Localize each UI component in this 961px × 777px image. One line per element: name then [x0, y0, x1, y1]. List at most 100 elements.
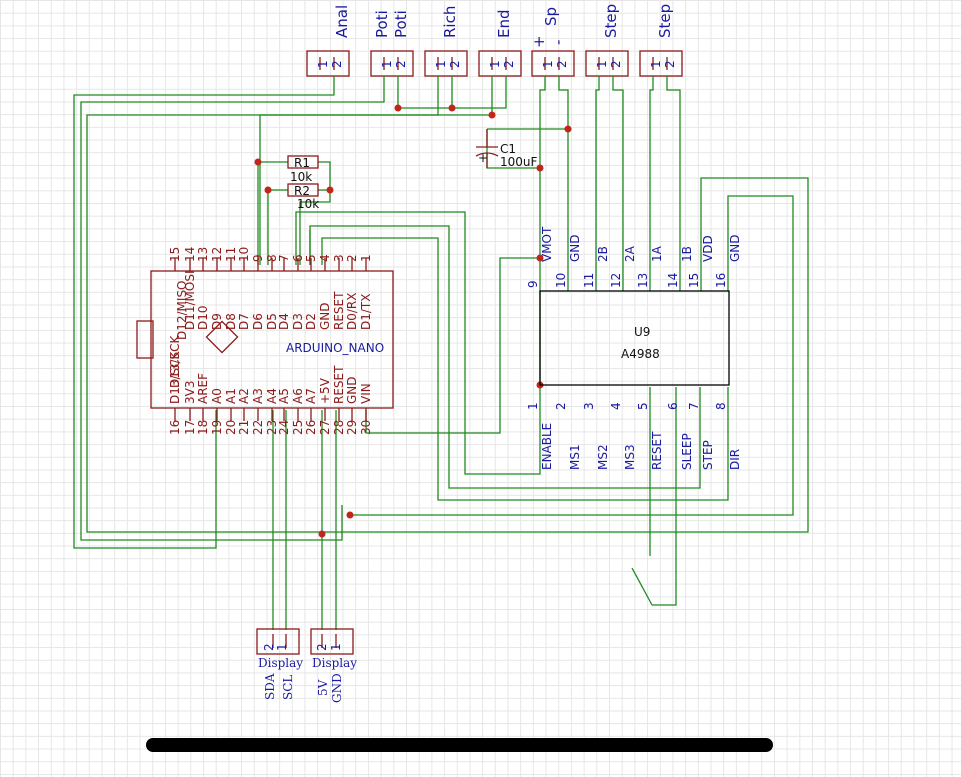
- nano-bottom-pin-number: 23: [265, 420, 279, 435]
- disp1-sig-sda: SDA: [263, 673, 277, 700]
- nano-bottom-pin-number: 24: [277, 420, 291, 435]
- connector-name-end: End: [495, 9, 513, 38]
- pin-num: 2: [609, 60, 623, 68]
- nano-bottom-pin-name: AREF: [196, 373, 210, 404]
- pin-num: 1: [595, 60, 609, 68]
- connector-name-poti-b: Poti: [392, 10, 410, 38]
- connector-name-poti-a: Poti: [373, 10, 391, 38]
- nano-top-pin-name: D1/TX: [359, 294, 373, 330]
- driver-top-pin-name: 2A: [623, 245, 637, 262]
- pin-num: 2: [394, 60, 408, 68]
- driver-top-pin-number: 14: [666, 273, 680, 288]
- nano-top-pin-name: RESET: [332, 291, 346, 330]
- horizontal-scrollbar[interactable]: [146, 738, 773, 752]
- driver-top-pin-number: 16: [714, 273, 728, 288]
- connector-poti-1: [370, 50, 414, 77]
- nano-bottom-pin-number: 25: [291, 420, 305, 435]
- nano-top-pin-name: D5: [265, 313, 279, 330]
- driver-top-pin-name: VDD: [701, 235, 715, 262]
- nano-top-pin-number: 11: [224, 247, 238, 262]
- nano-bottom-pin-number: 16: [168, 420, 182, 435]
- nano-bottom-pin-number: 20: [224, 420, 238, 435]
- nano-top-pin-name: D8: [224, 313, 238, 330]
- driver-top-pin-name: 1A: [650, 245, 664, 262]
- nano-bottom-pin-number: 30: [359, 420, 373, 435]
- nano-bottom-pin-number: 21: [237, 420, 251, 435]
- display-connectors: 2 1 2 1 Display Display SDA SCL 5V GND: [256, 628, 357, 703]
- nano-top-pin-name: D7: [237, 313, 251, 330]
- driver-top-pin-number: 11: [582, 273, 596, 288]
- connector-anal: [306, 50, 350, 77]
- nano-top-pin-number: 3: [332, 254, 346, 262]
- resistor-r1: R1 10k: [287, 155, 319, 184]
- c1-name: C1: [500, 142, 516, 156]
- junctions: [254, 104, 572, 538]
- nano-top-pin-name: GND: [318, 302, 332, 330]
- connector-name-speaker: Sp: [542, 7, 560, 26]
- pin-num: 1: [380, 60, 394, 68]
- driver-bottom-pin-number: 5: [636, 402, 650, 410]
- nano-bottom-pin-name: A4: [265, 388, 279, 404]
- top-connectors: 1 2 1 2 1 2 1 2 1 2 1 2 1 2 Anal Poti Po…: [306, 4, 683, 77]
- c1-value: 100uF: [500, 155, 538, 169]
- nano-top-pin-number: 1: [359, 254, 373, 262]
- nano-top-pin-number: 14: [183, 247, 197, 262]
- display-connector-i2c: [256, 628, 300, 655]
- nano-top-pin-number: 10: [237, 247, 251, 262]
- driver-top-pin-name: GND: [568, 234, 582, 262]
- nano-bottom-pin-name: 3V3: [183, 381, 197, 404]
- r2-name: R2: [294, 184, 310, 198]
- nano-bottom-pin-name: A7: [304, 388, 318, 404]
- nano-top-pin-name: D13/SCK: [168, 334, 182, 388]
- nano-top-pin-number: 5: [304, 254, 318, 262]
- nano-bottom-pin-name: A6: [291, 388, 305, 404]
- nano-top-pin-name: D0/RX: [345, 293, 359, 330]
- nano-top-pin-name: D4: [277, 313, 291, 330]
- driver-top-pin-number: 13: [636, 273, 650, 288]
- capacitor-c1: C1 100uF +: [475, 129, 538, 169]
- pin-num: 2: [502, 60, 516, 68]
- nano-top-pin-name: D9: [210, 313, 224, 330]
- connector-speaker: [531, 50, 575, 77]
- nano-bottom-pin-name: +5V: [318, 377, 332, 404]
- driver-bottom-pin-name: MS1: [568, 444, 582, 470]
- driver-top-pin-number: 15: [687, 273, 701, 288]
- r1-value: 10k: [290, 170, 312, 184]
- nano-top-pin-number: 6: [291, 254, 305, 262]
- nano-bottom-pin-number: 28: [332, 420, 346, 435]
- nano-top-pin-number: 8: [265, 254, 279, 262]
- mcu-chip: [205, 320, 239, 354]
- driver-bottom-pin-name: ENABLE: [540, 423, 554, 470]
- disp2-label: Display: [312, 656, 357, 670]
- nano-top-pin-number: 12: [210, 247, 224, 262]
- speaker-minus: -: [549, 40, 567, 45]
- nano-top-pin-name: D2: [304, 313, 318, 330]
- display-connector-power: [310, 628, 354, 655]
- speaker-plus: +: [530, 35, 548, 48]
- nano-bottom-pin-number: 19: [210, 420, 224, 435]
- nano-bottom-pin-name: GND: [345, 376, 359, 404]
- nano-top-pin-number: 7: [277, 254, 291, 262]
- nano-bottom-pin-number: 27: [318, 420, 332, 435]
- connector-name-step-b: Step: [656, 4, 674, 38]
- nano-top-pin-number: 13: [196, 247, 210, 262]
- driver-bottom-pin-name: MS2: [596, 444, 610, 470]
- disp2-pin1: 1: [329, 643, 343, 651]
- driver-top-pin-number: 9: [526, 280, 540, 288]
- nano-top-pin-number: 9: [251, 254, 265, 262]
- nano-bottom-pin-name: A3: [251, 388, 265, 404]
- connector-name-rich: Rich: [441, 6, 459, 38]
- nano-bottom-pin-number: 29: [345, 420, 359, 435]
- driver-bottom-pin-number: 7: [687, 402, 701, 410]
- a4988-driver: U9 A4988 9VMOT1ENABLE10GND2MS1112B3MS212…: [526, 226, 742, 470]
- nano-bottom-pin-name: A5: [277, 388, 291, 404]
- connector-stepper-1: [639, 50, 683, 77]
- pin-num: 2: [448, 60, 462, 68]
- driver-bottom-pin-name: MS3: [623, 444, 637, 470]
- wires: [73, 76, 809, 630]
- nano-top-pin-name: D12/MISO: [175, 280, 189, 340]
- disp1-pin1: 1: [275, 643, 289, 651]
- connector-name-anal: Anal: [333, 5, 351, 38]
- driver-top-pin-name: 1B: [680, 246, 694, 262]
